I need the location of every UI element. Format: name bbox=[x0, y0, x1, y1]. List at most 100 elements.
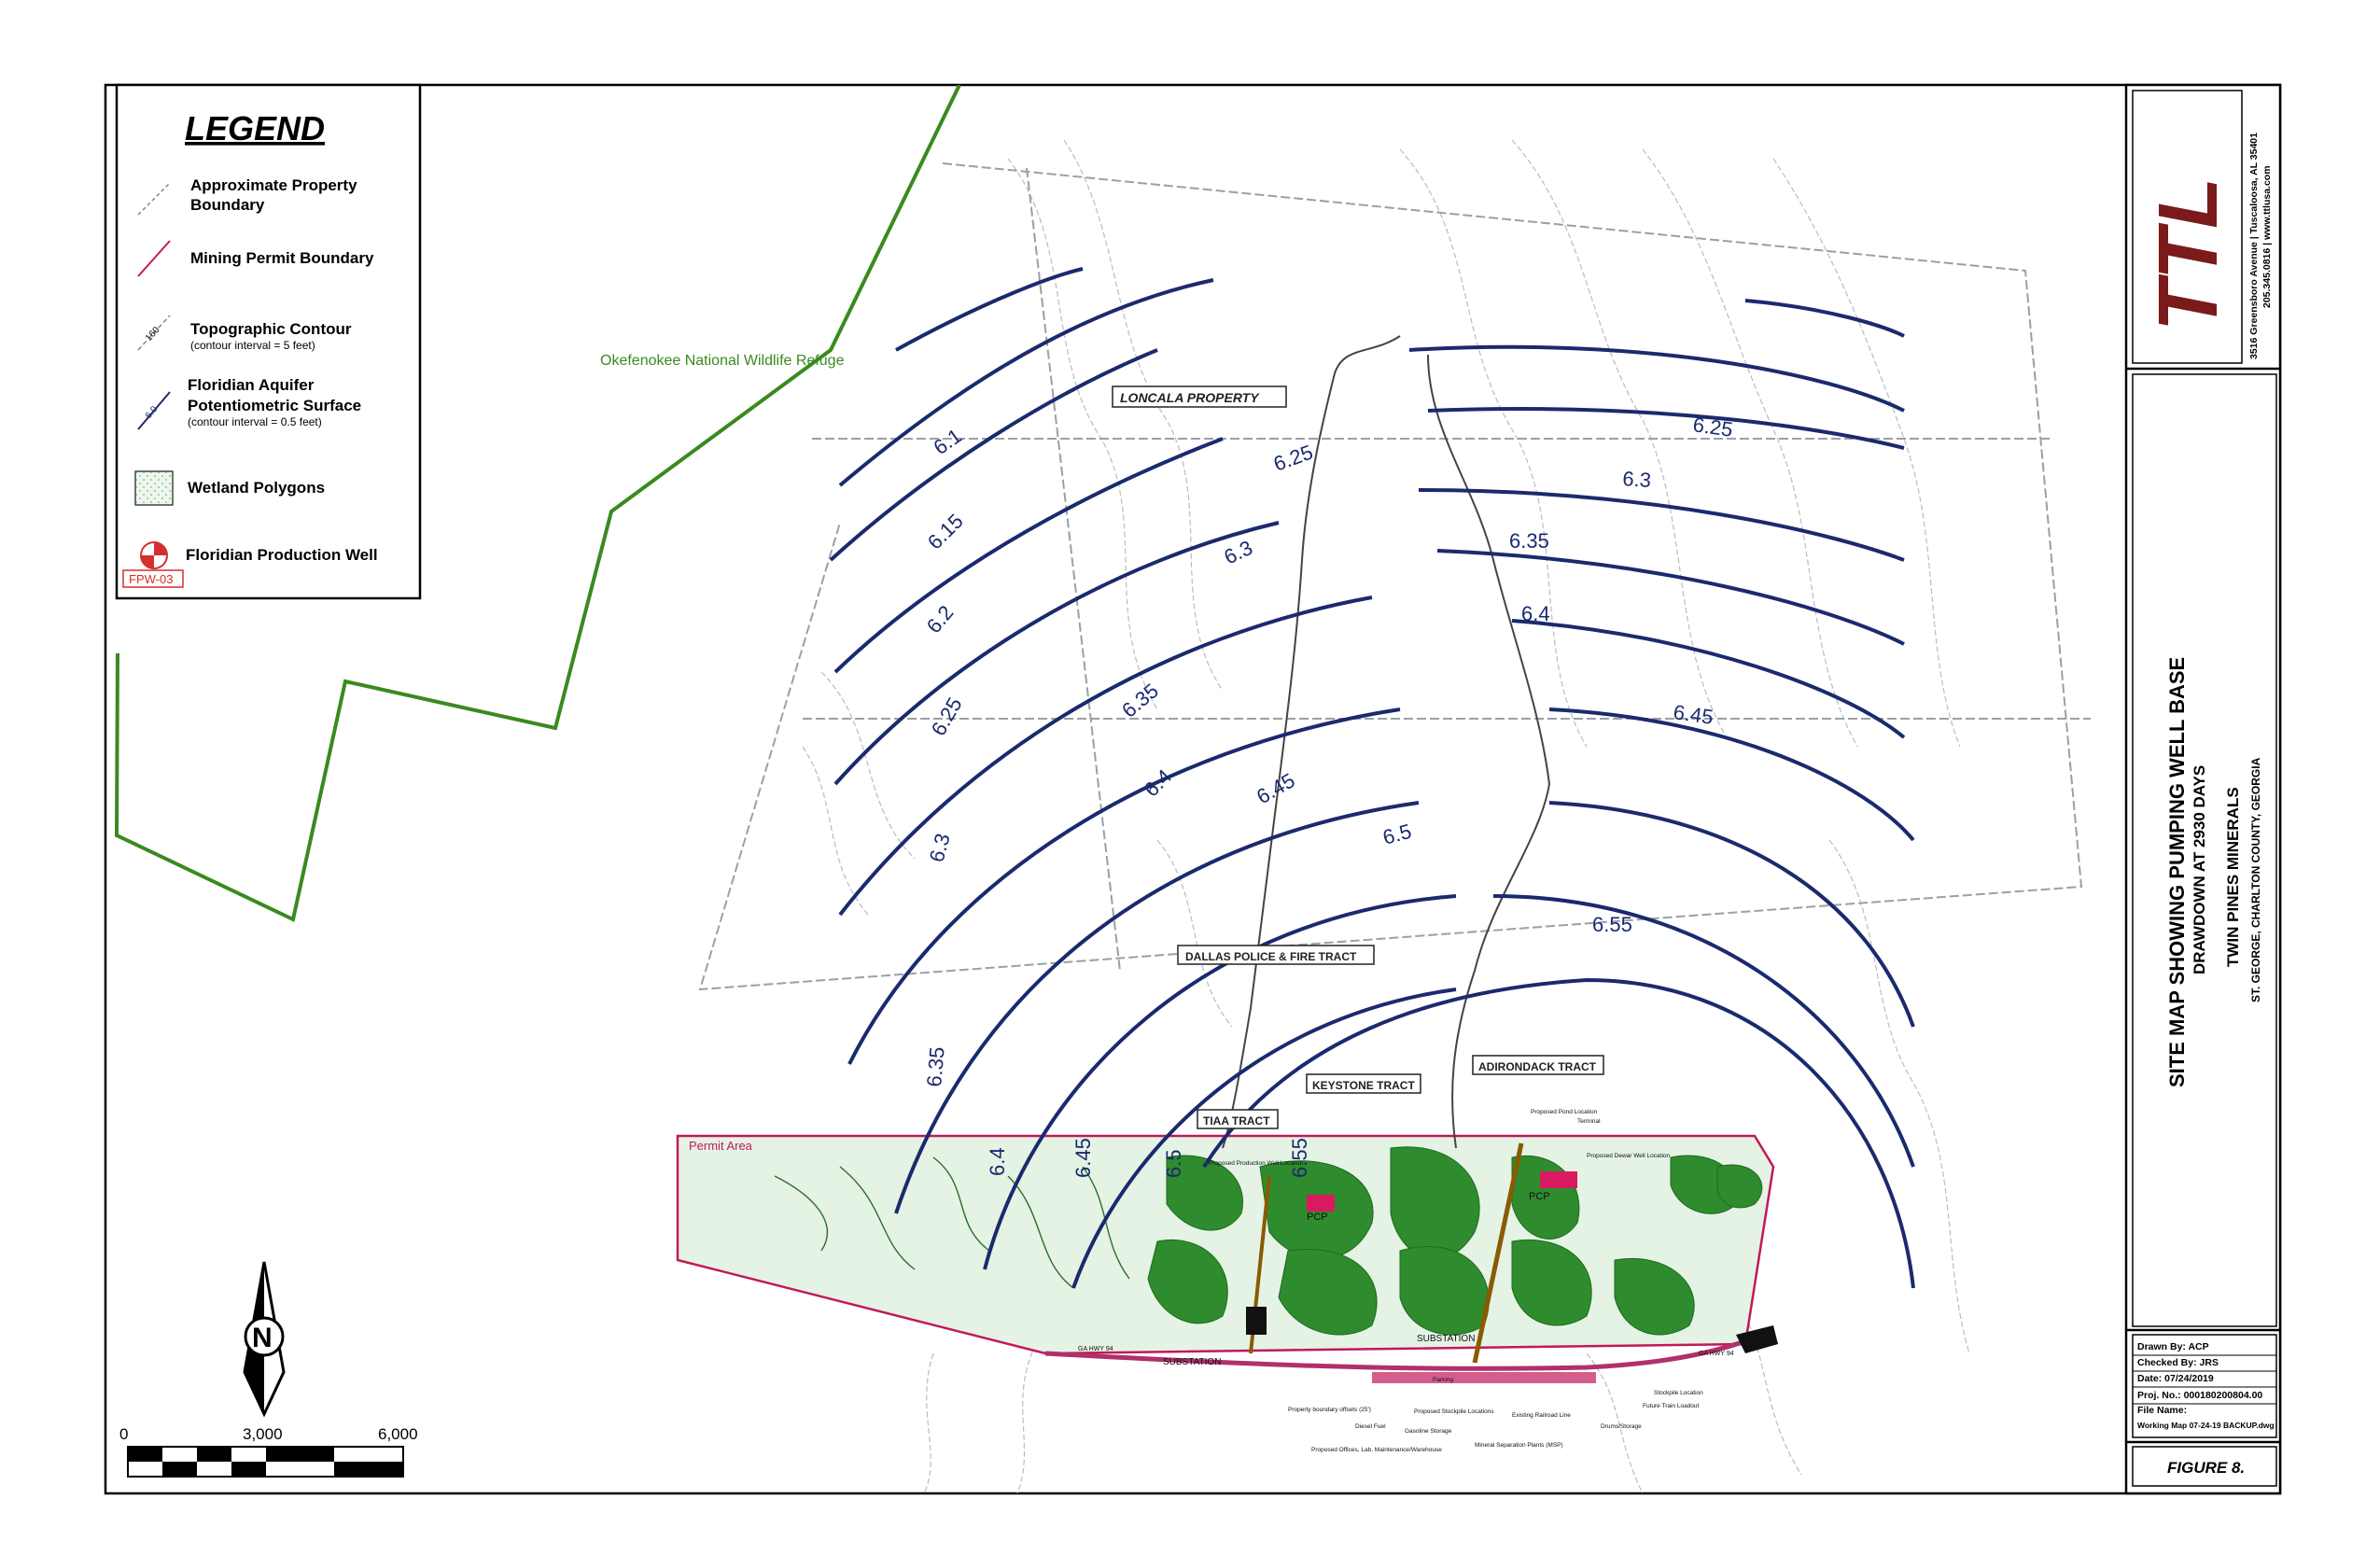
file-path: Working Map 07-24-19 BACKUP.dwg bbox=[2137, 1421, 2275, 1430]
contour-label: 6.5 bbox=[1380, 820, 1414, 849]
substation-label: SUBSTATION bbox=[1417, 1334, 1475, 1344]
contour-label: 6.35 bbox=[922, 1046, 949, 1088]
contour-label: 6.4 bbox=[1140, 764, 1176, 801]
permit-boundary-swatch bbox=[137, 240, 171, 277]
railroad-line bbox=[1472, 1142, 1524, 1364]
facility-note: Mineral Separation Plants (MSP) bbox=[1475, 1442, 1563, 1449]
contour-label: 6.55 bbox=[1288, 1138, 1311, 1178]
pcp-label: PCP bbox=[1307, 1212, 1328, 1223]
highway-94 bbox=[1044, 1332, 1765, 1371]
scale-tick: 6,000 bbox=[378, 1425, 418, 1443]
drawing-date: Date: 07/24/2019 bbox=[2137, 1373, 2214, 1384]
contour-label: 6.4 bbox=[986, 1147, 1009, 1176]
project-location: ST. GEORGE, CHARLTON COUNTY, GEORGIA bbox=[2249, 757, 2262, 1002]
facility-note: Proposed Offices, Lab, Maintenance/Wareh… bbox=[1311, 1447, 1442, 1453]
facility-note: Stockpile Location bbox=[1654, 1390, 1703, 1396]
tract-labels: LONCALA PROPERTY DALLAS POLICE & FIRE TR… bbox=[1112, 385, 1604, 1129]
facility-note: Existing Railroad Line bbox=[1512, 1412, 1571, 1419]
tract-label-dallas: DALLAS POLICE & FIRE TRACT bbox=[1185, 950, 1357, 963]
legend-label: Boundary bbox=[190, 196, 265, 214]
property-boundary bbox=[698, 162, 2091, 991]
facility-cluster bbox=[1372, 1372, 1596, 1383]
scale-tick: 0 bbox=[119, 1425, 128, 1443]
creek-east bbox=[1427, 354, 1551, 1149]
legend-label: Wetland Polygons bbox=[188, 479, 325, 497]
legend-label: Approximate Property bbox=[190, 176, 357, 194]
tract-label-adirondack: ADIRONDACK TRACT bbox=[1478, 1060, 1597, 1073]
map-subtitle: DRAWDOWN AT 2930 DAYS bbox=[2191, 765, 2208, 974]
facility-note: Proposed Pond Location bbox=[1531, 1109, 1598, 1115]
ttl-logo: TTL bbox=[2142, 177, 2235, 331]
substation-west bbox=[1246, 1307, 1267, 1335]
topo-contour-swatch bbox=[137, 315, 171, 351]
facility-note: Future Train Loadout bbox=[1643, 1403, 1700, 1409]
wetland-swatch bbox=[134, 470, 174, 506]
facility-note: Parking bbox=[1433, 1377, 1453, 1383]
contour-label: 6.1 bbox=[930, 424, 966, 459]
company-contact: 205.345.0816 | www.ttlusa.com bbox=[2261, 165, 2273, 308]
contour-label: 6.3 bbox=[1622, 467, 1652, 492]
tract-label-keystone: KEYSTONE TRACT bbox=[1312, 1079, 1415, 1092]
facility-note: Gasoline Storage bbox=[1405, 1428, 1452, 1435]
contour-label: 6.55 bbox=[1592, 913, 1632, 936]
north-letter: N bbox=[252, 1323, 273, 1353]
legend-label: Mining Permit Boundary bbox=[190, 249, 374, 267]
creek-west bbox=[1222, 335, 1401, 1149]
road-label: GA HWY 94 bbox=[1699, 1351, 1734, 1357]
legend-title: LEGEND bbox=[185, 109, 325, 147]
facility-notes: Proposed Pond Location Terminal Proposed… bbox=[1209, 1109, 1703, 1453]
facility-note: Proposed Dewar Well Location bbox=[1587, 1153, 1671, 1159]
legend-label: Topographic Contour bbox=[190, 320, 352, 338]
figure-number: FIGURE 8. bbox=[2167, 1459, 2245, 1477]
facility-note: Diesel Fuel bbox=[1355, 1423, 1386, 1430]
contour-label: 6.2 bbox=[922, 601, 959, 638]
potentiometric-contours bbox=[829, 267, 1915, 1289]
production-well-icon bbox=[140, 541, 168, 569]
client-name: TWIN PINES MINERALS bbox=[2224, 787, 2242, 967]
project-number: Proj. No.: 000180200804.00 bbox=[2137, 1390, 2262, 1401]
contour-label: 6.4 bbox=[1521, 602, 1550, 625]
facility-note: Proposed Stockpile Locations bbox=[1414, 1408, 1494, 1415]
map-area: Okefenokee National Wildlife Refuge Perm… bbox=[114, 85, 2091, 1493]
refuge-label: Okefenokee National Wildlife Refuge bbox=[600, 353, 845, 369]
legend-label: Floridian Aquifer bbox=[188, 376, 315, 394]
map-title: SITE MAP SHOWING PUMPING WELL BASE bbox=[2165, 657, 2189, 1087]
well-tag-box bbox=[122, 569, 184, 588]
permit-area-label: Permit Area bbox=[689, 1139, 753, 1153]
contour-label: 6.5 bbox=[1162, 1149, 1185, 1178]
pcp-label: PCP bbox=[1529, 1191, 1550, 1202]
contour-label: 6.45 bbox=[1672, 700, 1715, 729]
tract-label-loncala: LONCALA PROPERTY bbox=[1120, 390, 1260, 405]
road-label: GA HWY 94 bbox=[1078, 1346, 1113, 1352]
contour-label: 6.15 bbox=[923, 510, 968, 554]
well-tag: FPW-03 bbox=[129, 572, 173, 586]
potentiometric-swatch bbox=[137, 391, 171, 430]
contour-label: 6.3 bbox=[1221, 536, 1256, 569]
stockpile-east bbox=[1736, 1325, 1778, 1353]
facility-features: SUBSTATION SUBSTATION PCP PCP GA HWY 94 … bbox=[1044, 1109, 1778, 1453]
file-name-label: File Name: bbox=[2137, 1405, 2187, 1416]
facility-note: Property boundary offsets (25') bbox=[1288, 1407, 1371, 1413]
contour-label: 6.35 bbox=[1509, 529, 1549, 553]
contour-label: 6.25 bbox=[927, 693, 967, 740]
property-boundary-swatch bbox=[137, 182, 171, 216]
pcp-plant-west bbox=[1307, 1195, 1335, 1212]
substation-label: SUBSTATION bbox=[1163, 1357, 1221, 1367]
legend-sublabel: (contour interval = 5 feet) bbox=[190, 339, 315, 352]
company-address: 3516 Greensboro Avenue | Tuscaloosa, AL … bbox=[2248, 133, 2260, 359]
title-block: TTL 3516 Greensboro Avenue | Tuscaloosa,… bbox=[2124, 83, 2282, 1495]
facility-note: Drums/Storage bbox=[1601, 1423, 1642, 1430]
legend-label: Floridian Production Well bbox=[186, 546, 378, 564]
contour-label: 6.3 bbox=[925, 831, 955, 864]
scale-tick: 3,000 bbox=[243, 1425, 283, 1443]
contour-label: 6.25 bbox=[1270, 441, 1316, 476]
north-arrow: N bbox=[243, 1261, 286, 1418]
scale-bar: 0 3,000 6,000 bbox=[119, 1425, 418, 1478]
contour-label: 6.35 bbox=[1117, 679, 1163, 722]
refuge-boundary bbox=[114, 85, 961, 922]
drawn-by: Drawn By: ACP bbox=[2137, 1341, 2209, 1352]
contour-label: 6.25 bbox=[1691, 413, 1734, 441]
checked-by: Checked By: JRS bbox=[2137, 1357, 2219, 1368]
legend-panel: LEGEND Approximate Property Boundary Min… bbox=[115, 83, 422, 600]
tract-label-tiaa: TIAA TRACT bbox=[1203, 1114, 1270, 1128]
